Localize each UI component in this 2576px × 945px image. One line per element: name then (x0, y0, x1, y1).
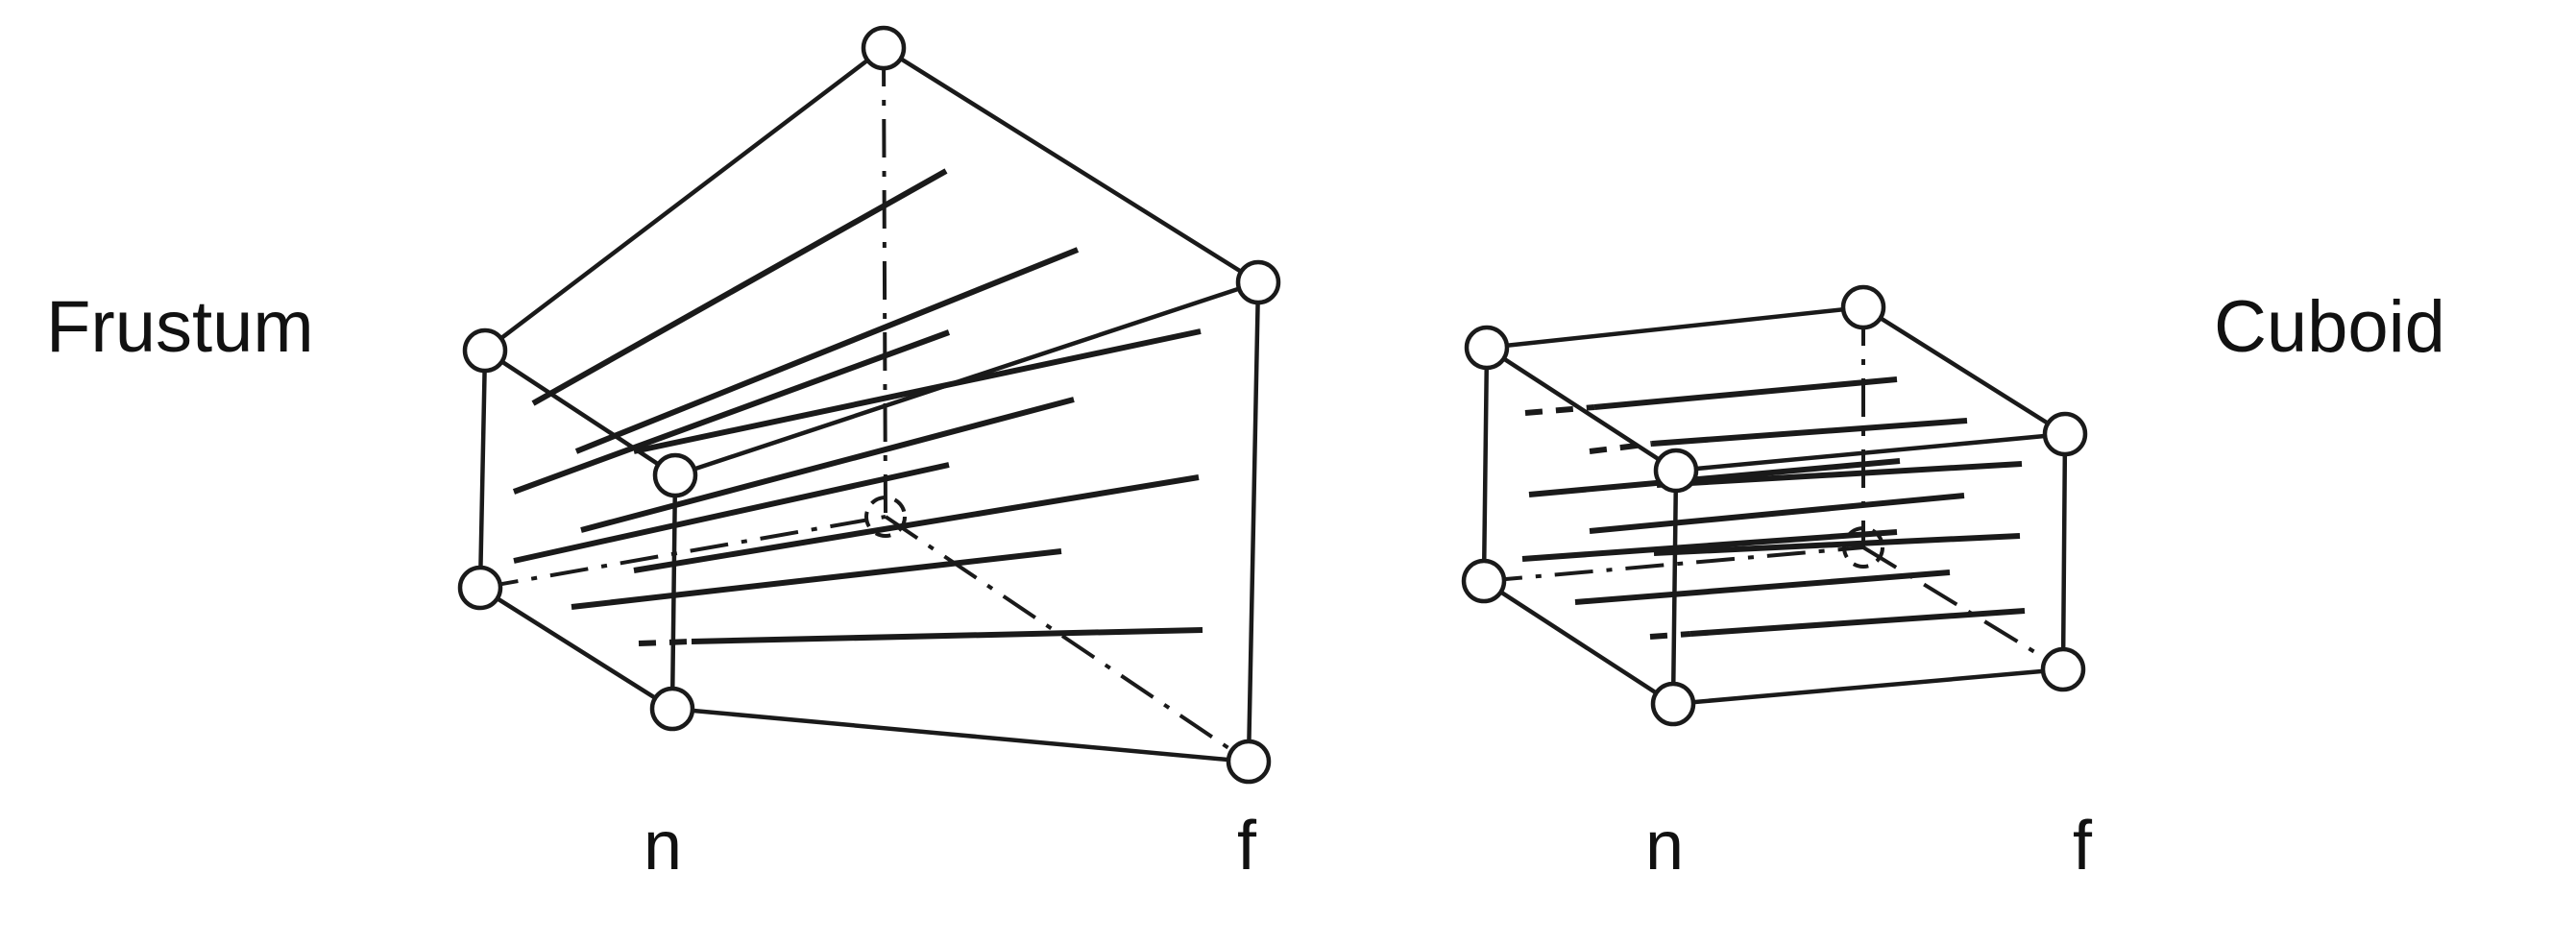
frustum-edge (477, 585, 675, 712)
cuboid-ray (1653, 533, 2021, 556)
circle-vertex-icon (1461, 558, 1507, 604)
frustum-ray (580, 397, 1075, 533)
frustum-figure (457, 25, 1281, 785)
cuboid-ray (1589, 493, 1965, 534)
circle-vertex-icon (1650, 681, 1696, 727)
cuboid-edge (2060, 431, 2068, 672)
cuboid-ray (1651, 418, 1968, 447)
circle-vertex-icon (1464, 325, 1510, 371)
cuboid-ray (1574, 569, 1951, 605)
cuboid-hidden-near-edge (1483, 545, 1864, 583)
circle-vertex-icon (1840, 284, 1886, 330)
frustum-ray-hidden-part (638, 639, 693, 646)
cuboid-title: Cuboid (2214, 286, 2445, 368)
cuboid-ray (1528, 458, 1901, 497)
frustum-edge (1246, 279, 1261, 764)
frustum-edge (482, 45, 887, 353)
cuboid-edge (1481, 345, 1490, 584)
circle-vertex-icon (457, 565, 503, 611)
frustum-rays (512, 168, 1203, 646)
cuboid-ray-hidden-part (1524, 404, 1595, 416)
circle-vertex-icon (652, 452, 698, 498)
cuboid-edge (1484, 304, 1866, 351)
frustum-hidden-bottom-edge (884, 515, 1251, 763)
cuboid-figure (1461, 284, 2088, 727)
circle-vertex-icon (1235, 259, 1281, 305)
frustum-ray (633, 328, 1202, 454)
frustum-ray (513, 462, 950, 564)
cuboid-ray-hidden-part (1589, 441, 1653, 454)
frustum-ray (531, 168, 948, 406)
cuboid-ray (1689, 608, 2026, 637)
cuboid-near-plane-label: n (1645, 808, 1684, 884)
circle-vertex-icon (1653, 448, 1699, 494)
cuboid-ray (1521, 529, 1898, 562)
frustum-edge (669, 706, 1252, 764)
cuboid-edge (1860, 304, 2068, 437)
frustum-ray (633, 474, 1200, 573)
circle-vertex-icon (2042, 411, 2088, 457)
circle-vertex-icon (1226, 739, 1272, 785)
circle-vertex-icon (864, 496, 907, 538)
frustum-ray (691, 627, 1203, 644)
cuboid-edge (1670, 468, 1679, 707)
frustum-edge (669, 472, 678, 712)
frustum-edge (881, 45, 1261, 285)
frustum-ray (512, 329, 951, 495)
cuboid-edge (1481, 578, 1676, 707)
circle-vertex-icon (649, 686, 695, 732)
circle-vertex-icon (1842, 526, 1884, 569)
frustum-hidden-vertical-edge (882, 47, 887, 518)
frustum-edge (477, 348, 488, 591)
frustum-edge (482, 348, 678, 478)
circle-vertex-icon (462, 327, 508, 374)
cuboid-far-plane-label: f (2073, 808, 2093, 884)
cuboid-rays (1521, 376, 2026, 640)
cuboid-ray (1656, 461, 2023, 488)
cuboid-ray (1593, 376, 1898, 410)
frustum-title: Frustum (46, 286, 314, 368)
cuboid-edge (1484, 345, 1679, 473)
frustum-ray (571, 548, 1062, 610)
frustum-ray (574, 247, 1080, 454)
frustum-near-plane-label: n (644, 808, 682, 884)
cuboid-ray-hidden-part (1649, 631, 1691, 640)
frustum-edge (672, 279, 1261, 478)
frustum-far-plane-label: f (1237, 808, 1257, 884)
cuboid-edge (1670, 666, 2066, 707)
cuboid-edge (1673, 431, 2068, 473)
cuboid-hidden-bottom-edge (1861, 545, 2065, 671)
circle-vertex-icon (2040, 646, 2086, 692)
circle-vertex-icon (861, 25, 907, 71)
